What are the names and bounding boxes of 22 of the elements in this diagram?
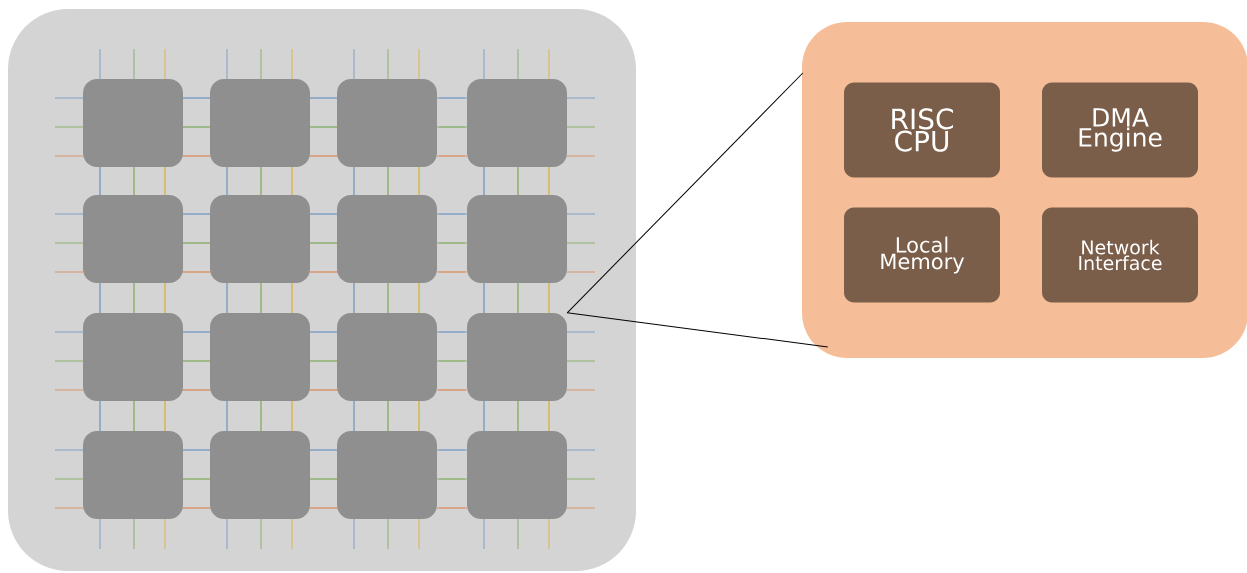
leader-line bbox=[566, 312, 829, 348]
component-box: Local Memory bbox=[844, 207, 1000, 303]
tile-block bbox=[83, 79, 183, 167]
tile-block bbox=[337, 431, 437, 519]
tile-block bbox=[210, 79, 310, 167]
tile-block bbox=[337, 313, 437, 401]
tile-block bbox=[83, 313, 183, 401]
tile-block bbox=[210, 195, 310, 283]
leader-line bbox=[566, 72, 804, 314]
tile-block bbox=[467, 195, 567, 283]
component-box: Network Interface bbox=[1042, 207, 1198, 303]
tile-block bbox=[337, 79, 437, 167]
tile-block bbox=[467, 79, 567, 167]
tile-block bbox=[210, 313, 310, 401]
tile-block bbox=[210, 431, 310, 519]
tile-block bbox=[467, 313, 567, 401]
component-box: DMA Engine bbox=[1042, 82, 1198, 178]
tile-block bbox=[83, 195, 183, 283]
tile-block bbox=[337, 195, 437, 283]
component-box: RISC CPU bbox=[844, 82, 1000, 178]
tile-block bbox=[467, 431, 567, 519]
tile-block bbox=[83, 431, 183, 519]
